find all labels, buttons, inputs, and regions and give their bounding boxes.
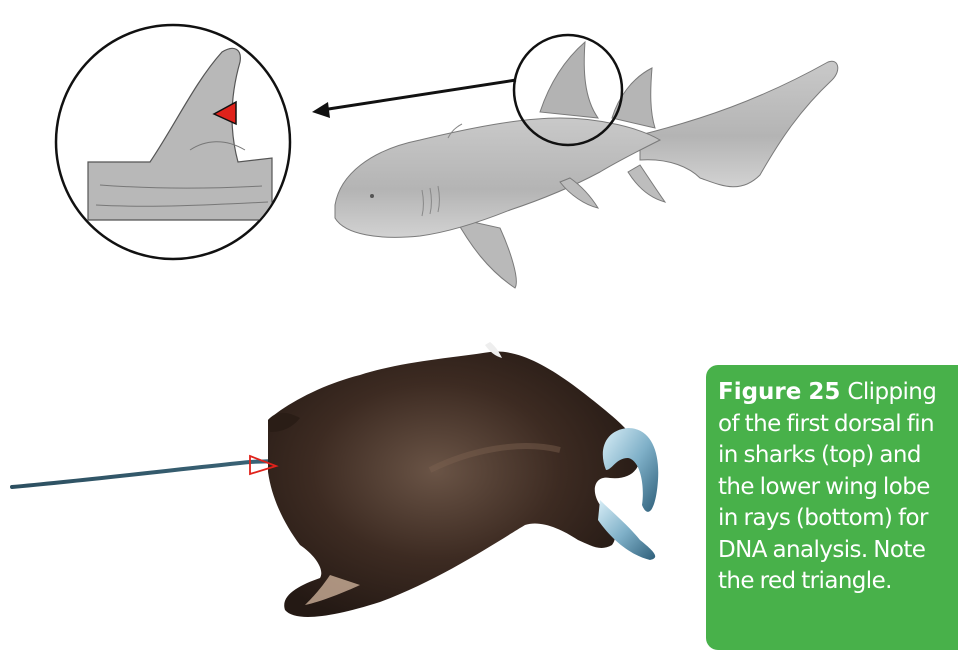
figure-label: Figure 25: [718, 379, 847, 405]
dorsal-fin-zoom-icon: [56, 25, 290, 259]
figure-caption-text: Clipping of the first dorsal fin in shar…: [718, 379, 936, 594]
arrow-left: [312, 80, 516, 118]
shark-icon: [335, 42, 838, 288]
manta-ray-icon: [12, 342, 658, 617]
figure-caption-box: Figure 25 Clipping of the first dorsal f…: [706, 365, 958, 650]
